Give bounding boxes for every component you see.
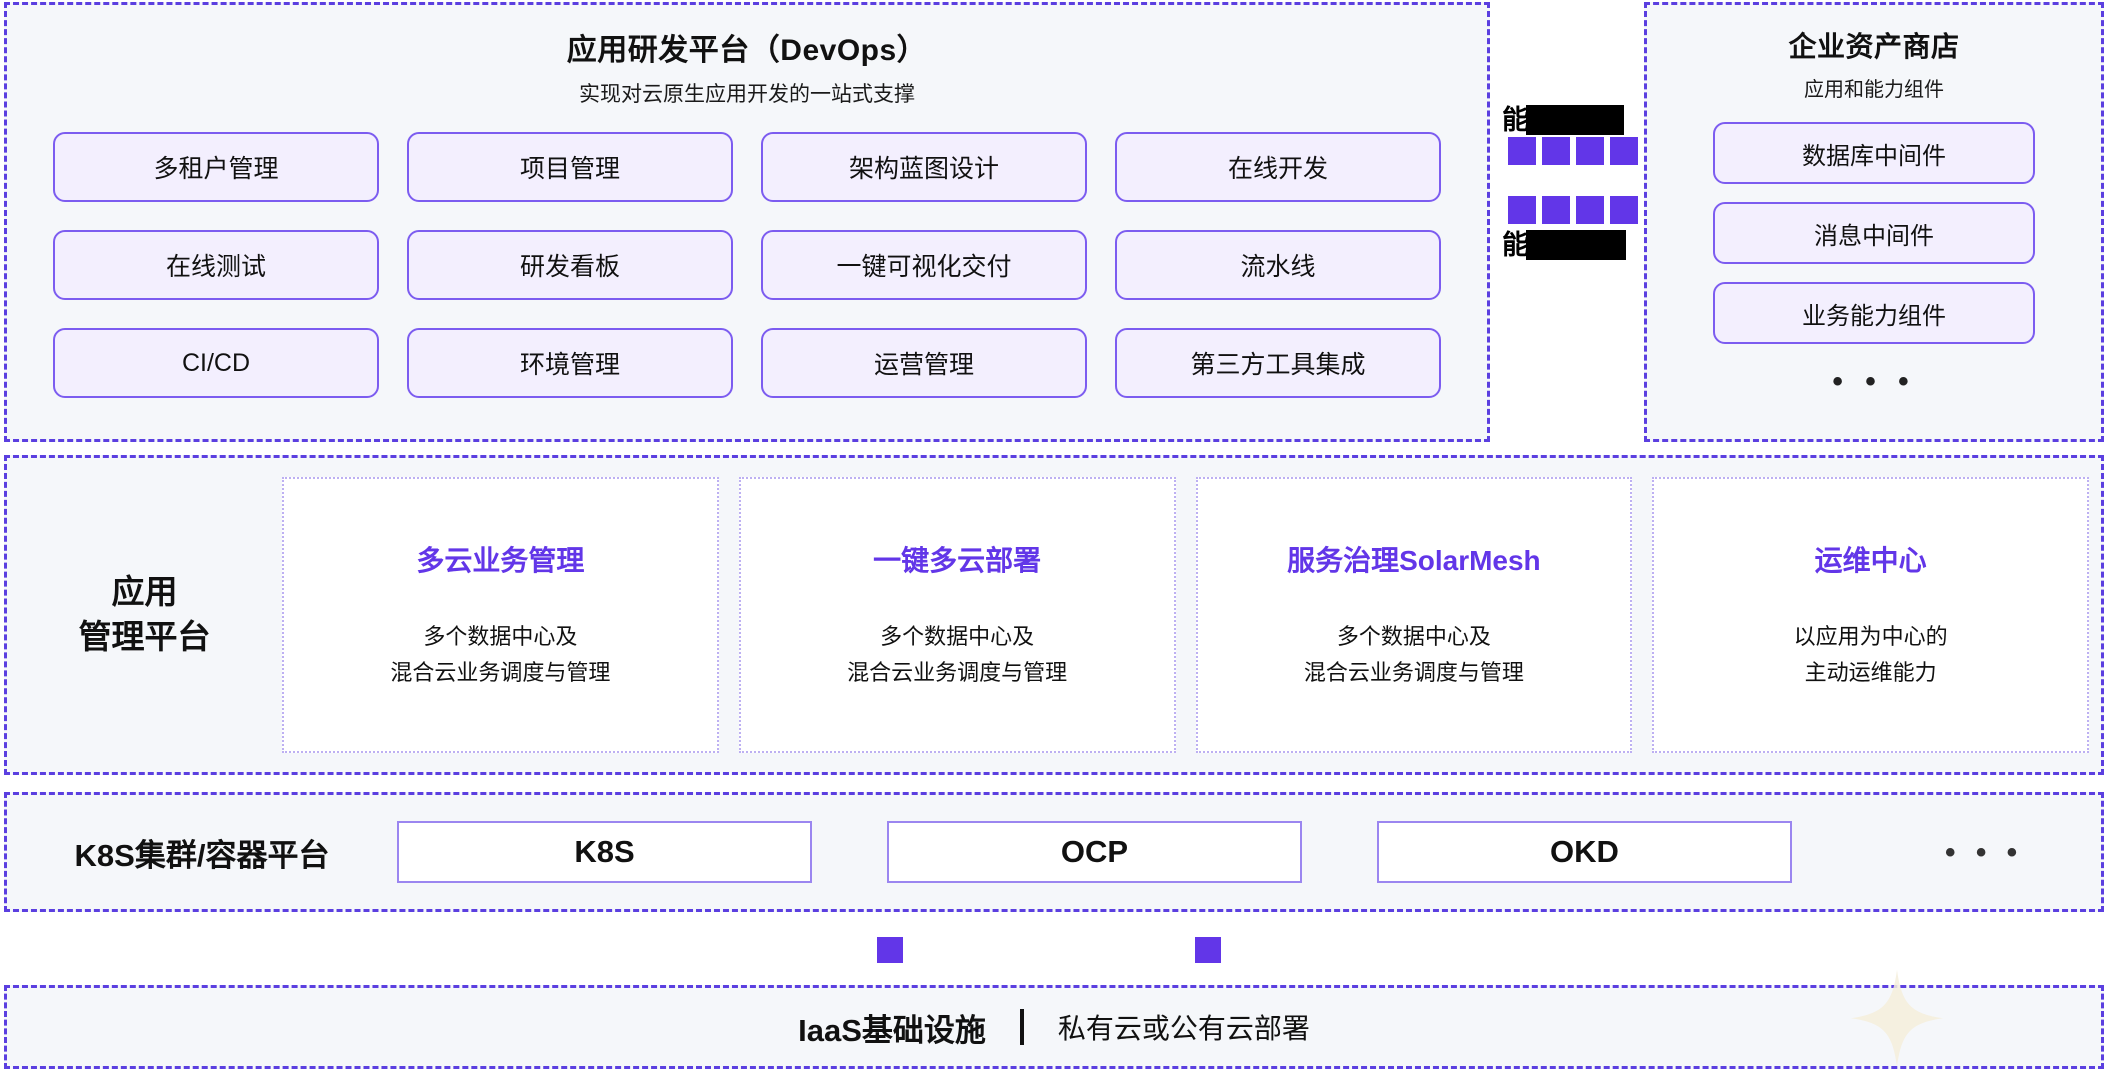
devops-chip[interactable]: 架构蓝图设计 bbox=[761, 132, 1087, 202]
desc-line: 多个数据中心及 bbox=[1336, 623, 1491, 649]
management-card-desc: 多个数据中心及 混合云业务调度与管理 bbox=[1304, 619, 1524, 692]
devops-chip[interactable]: 在线开发 bbox=[1115, 132, 1441, 202]
layer-connector-gap bbox=[4, 915, 2104, 985]
accent-square bbox=[1610, 196, 1638, 224]
asset-item[interactable]: 数据库中间件 bbox=[1713, 122, 2035, 184]
asset-more-ellipsis: • • • bbox=[1832, 365, 1916, 398]
accent-square bbox=[1542, 196, 1570, 224]
devops-panel: 应用研发平台（DevOps） 实现对云原生应用开发的一站式支撑 多租户管理 项目… bbox=[4, 2, 1490, 442]
management-card[interactable]: 运维中心 以应用为中心的 主动运维能力 bbox=[1652, 477, 2089, 753]
desc-line: 主动运维能力 bbox=[1804, 660, 1937, 685]
k8s-box[interactable]: OKD bbox=[1377, 821, 1792, 883]
devops-subtitle: 实现对云原生应用开发的一站式支撑 bbox=[579, 83, 915, 106]
management-card-desc: 多个数据中心及 混合云业务调度与管理 bbox=[390, 619, 610, 692]
accent-square bbox=[1576, 137, 1604, 165]
square-row-bottom bbox=[1508, 196, 1638, 224]
devops-chip[interactable]: 流水线 bbox=[1115, 230, 1441, 300]
accent-square bbox=[877, 937, 903, 963]
management-card-desc: 以应用为中心的 主动运维能力 bbox=[1794, 619, 1948, 692]
devops-chip[interactable]: 研发看板 bbox=[407, 230, 733, 300]
iaas-section: IaaS基础设施 私有云或公有云部署 bbox=[4, 985, 2104, 1069]
k8s-section-label: K8S集群/容器平台 bbox=[74, 837, 330, 873]
connector-column: 能 能 bbox=[1498, 2, 1648, 442]
k8s-section: K8S集群/容器平台 K8S OCP OKD • • • bbox=[4, 792, 2104, 912]
partial-char-bottom: 能 bbox=[1502, 229, 1529, 260]
asset-store-panel: 企业资产商店 应用和能力组件 数据库中间件 消息中间件 业务能力组件 • • • bbox=[1644, 2, 2104, 442]
devops-chip[interactable]: CI/CD bbox=[53, 328, 379, 398]
management-card-title: 运维中心 bbox=[1814, 544, 1927, 576]
k8s-box[interactable]: K8S bbox=[397, 821, 812, 883]
asset-item[interactable]: 业务能力组件 bbox=[1713, 282, 2035, 344]
partial-char-top: 能 bbox=[1502, 104, 1529, 135]
management-card[interactable]: 一键多云部署 多个数据中心及 混合云业务调度与管理 bbox=[738, 477, 1176, 753]
iaas-detail: 私有云或公有云部署 bbox=[1057, 1013, 1310, 1044]
assets-title: 企业资产商店 bbox=[1788, 31, 1960, 62]
square-row-top bbox=[1508, 137, 1638, 165]
devops-chip[interactable]: 第三方工具集成 bbox=[1115, 328, 1441, 398]
assets-subtitle: 应用和能力组件 bbox=[1804, 79, 1944, 101]
devops-chip-grid: 多租户管理 项目管理 架构蓝图设计 在线开发 在线测试 研发看板 一键可视化交付… bbox=[7, 108, 1487, 398]
desc-line: 多个数据中心及 bbox=[880, 623, 1035, 649]
desc-line: 以应用为中心的 bbox=[1793, 623, 1948, 649]
redacted-label-top: 能 bbox=[1502, 105, 1624, 135]
asset-list: 数据库中间件 消息中间件 业务能力组件 • • • bbox=[1647, 102, 2101, 398]
devops-chip[interactable]: 在线测试 bbox=[53, 230, 379, 300]
accent-square bbox=[1508, 196, 1536, 224]
management-card-title: 服务治理SolarMesh bbox=[1287, 544, 1541, 576]
management-cards: 多云业务管理 多个数据中心及 混合云业务调度与管理 一键多云部署 多个数据中心及… bbox=[282, 458, 2101, 772]
redaction-bar bbox=[1526, 105, 1624, 135]
k8s-box-list: K8S OCP OKD • • • bbox=[397, 821, 2023, 883]
accent-square bbox=[1576, 196, 1604, 224]
iaas-divider bbox=[1019, 1009, 1024, 1045]
devops-chip[interactable]: 多租户管理 bbox=[53, 132, 379, 202]
management-card-desc: 多个数据中心及 混合云业务调度与管理 bbox=[847, 619, 1067, 692]
desc-line: 混合云业务调度与管理 bbox=[847, 660, 1068, 685]
devops-chip[interactable]: 环境管理 bbox=[407, 328, 733, 398]
desc-line: 多个数据中心及 bbox=[423, 623, 578, 649]
accent-square bbox=[1610, 137, 1638, 165]
devops-title: 应用研发平台（DevOps） bbox=[566, 34, 928, 67]
management-label-line2: 管理平台 bbox=[78, 618, 211, 655]
desc-line: 混合云业务调度与管理 bbox=[390, 660, 611, 685]
devops-chip[interactable]: 运营管理 bbox=[761, 328, 1087, 398]
iaas-title: IaaS基础设施 bbox=[798, 1012, 986, 1048]
management-card-title: 一键多云部署 bbox=[873, 544, 1042, 576]
management-card[interactable]: 服务治理SolarMesh 多个数据中心及 混合云业务调度与管理 bbox=[1195, 477, 1633, 753]
management-platform-section: 应用 管理平台 多云业务管理 多个数据中心及 混合云业务调度与管理 一键多云部署… bbox=[4, 455, 2104, 775]
redaction-bar bbox=[1526, 230, 1626, 260]
redacted-label-bottom: 能 bbox=[1502, 230, 1626, 260]
accent-square bbox=[1542, 137, 1570, 165]
asset-item[interactable]: 消息中间件 bbox=[1713, 202, 2035, 264]
accent-square bbox=[1508, 137, 1536, 165]
devops-chip[interactable]: 一键可视化交付 bbox=[761, 230, 1087, 300]
accent-square bbox=[1195, 937, 1221, 963]
k8s-more-ellipsis: • • • bbox=[1945, 835, 2024, 869]
k8s-box[interactable]: OCP bbox=[887, 821, 1302, 883]
management-card[interactable]: 多云业务管理 多个数据中心及 混合云业务调度与管理 bbox=[282, 477, 719, 753]
management-platform-label: 应用 管理平台 bbox=[7, 458, 282, 772]
desc-line: 混合云业务调度与管理 bbox=[1303, 660, 1524, 685]
devops-chip[interactable]: 项目管理 bbox=[407, 132, 733, 202]
management-card-title: 多云业务管理 bbox=[416, 544, 585, 576]
management-label-line1: 应用 bbox=[111, 573, 178, 611]
